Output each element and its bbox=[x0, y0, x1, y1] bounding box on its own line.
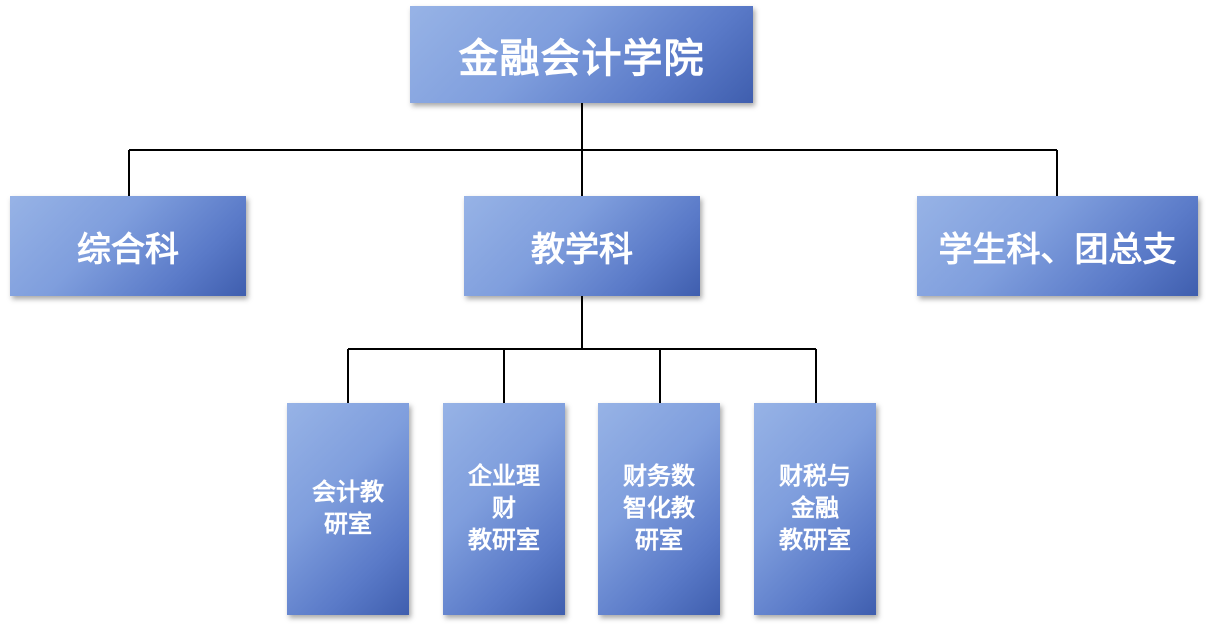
office-label-line: 教研室 bbox=[468, 525, 540, 554]
dept-node-general: 综合科 bbox=[10, 196, 246, 296]
dept-label: 综合科 bbox=[77, 229, 179, 270]
dept-node-teaching: 教学科 bbox=[464, 196, 700, 296]
office-label-line: 研室 bbox=[635, 525, 683, 554]
dept-label: 教学科 bbox=[531, 229, 633, 270]
office-label-line: 智化教 bbox=[623, 494, 695, 523]
office-label-line: 财务数 bbox=[623, 462, 695, 491]
office-node-tax-finance: 财税与 金融 教研室 bbox=[754, 403, 876, 615]
office-node-digital-finance: 财务数 智化教 研室 bbox=[598, 403, 720, 615]
office-label-line: 企业理 bbox=[468, 462, 540, 491]
office-label-line: 研室 bbox=[324, 510, 372, 538]
office-label-line: 会计教 bbox=[312, 478, 384, 507]
office-label-line: 教研室 bbox=[779, 525, 851, 554]
office-label-line: 财 bbox=[492, 494, 516, 523]
office-label-line: 财税与 bbox=[779, 462, 851, 491]
dept-node-student: 学生科、团总支 bbox=[917, 196, 1198, 296]
office-node-corporate-finance: 企业理 财 教研室 bbox=[443, 403, 565, 615]
office-node-accounting: 会计教 研室 bbox=[287, 403, 409, 615]
office-label-line: 金融 bbox=[791, 494, 839, 523]
root-node: 金融会计学院 bbox=[410, 6, 753, 103]
root-label: 金融会计学院 bbox=[458, 35, 705, 82]
dept-label: 学生科、团总支 bbox=[938, 229, 1177, 270]
